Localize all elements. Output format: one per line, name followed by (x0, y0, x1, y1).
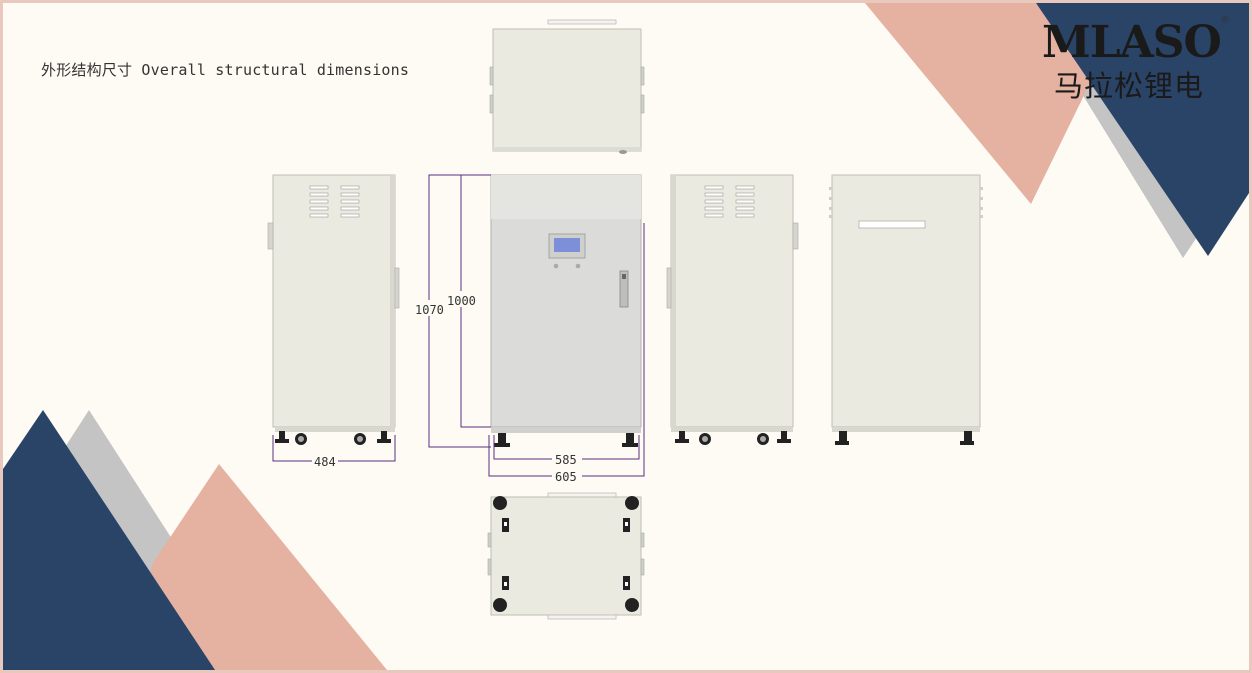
top-view-latch-left-1 (489, 66, 494, 86)
vent-slot-icon (704, 185, 755, 218)
dim-484-label: 484 (314, 455, 336, 469)
brand-logo: MLASO ® 马拉松锂电 (1038, 13, 1238, 103)
registered-mark-icon: ® (1220, 15, 1230, 26)
top-view-latch-right-2 (640, 94, 645, 114)
dim-585-label: 585 (555, 453, 577, 467)
bottom-view-top-rail (547, 492, 617, 498)
top-view-latch-right-1 (640, 66, 645, 86)
decor-top-right (865, 3, 1249, 258)
page-title: 外形结构尺寸 Overall structural dimensions (41, 61, 410, 79)
top-view-rail (547, 19, 617, 25)
brand-name-en: MLASO (1042, 17, 1222, 68)
dimension-labels: 1070 1000 484 585 605 (312, 291, 582, 484)
bottom-view-latch-right-top (640, 532, 645, 548)
dim-1000-label: 1000 (447, 294, 476, 308)
decor-bottom-left (3, 410, 387, 670)
top-view-base-strip (493, 147, 641, 151)
caster-wheel-icon (275, 427, 395, 445)
drawing-canvas: 1070 1000 484 585 605 (3, 3, 1249, 670)
dim-1070-label: 1070 (415, 303, 444, 317)
left-side-edge (390, 175, 395, 427)
front-view-top-panel (491, 175, 641, 219)
door-handle-icon (619, 270, 629, 308)
top-view-body (492, 28, 642, 152)
right-side-body (670, 174, 794, 428)
right-side-door-hinge (666, 267, 672, 309)
caster-wheel-icon (494, 433, 638, 447)
back-view (829, 174, 983, 445)
top-view-knob (619, 150, 627, 154)
front-view (490, 174, 642, 447)
left-side-body (272, 174, 396, 428)
right-side-view (666, 174, 799, 445)
bottom-view-latch-right (640, 558, 645, 576)
bottom-view-latch-left (487, 558, 492, 576)
caster-wheel-icon (493, 496, 639, 612)
caster-wheel-icon (835, 431, 974, 445)
bottom-view-body (490, 496, 642, 616)
bottom-view-latch-left-top (487, 532, 492, 548)
right-side-handle (792, 222, 799, 250)
front-view-base (491, 427, 641, 433)
decor-navy-triangle-bl (3, 410, 215, 670)
back-view-label-slot (858, 220, 926, 229)
decor-salmon-triangle (865, 3, 1129, 204)
bottom-view (487, 492, 645, 620)
back-view-body (831, 174, 981, 428)
vent-slot-icon (309, 185, 360, 218)
page: 1070 1000 484 585 605 外形结构尺寸 Overall str… (3, 3, 1249, 670)
brand-name-cn: 马拉松锂电 (1054, 69, 1205, 103)
decor-salmon-triangle-bl (123, 464, 387, 670)
vent-slot-icon (829, 187, 983, 218)
dim-605-label: 605 (555, 470, 577, 484)
top-view-latch-left-2 (489, 94, 494, 114)
left-side-view (267, 174, 400, 445)
back-view-base (832, 427, 980, 432)
caster-wheel-icon (671, 427, 793, 445)
top-view (489, 19, 645, 154)
left-side-handle (267, 222, 274, 250)
right-side-edge (671, 175, 676, 427)
bottom-view-bottom-rail (547, 614, 617, 620)
left-side-door-hinge (394, 267, 400, 309)
decor-navy-triangle (1036, 3, 1249, 256)
display-panel-icon (548, 233, 586, 269)
